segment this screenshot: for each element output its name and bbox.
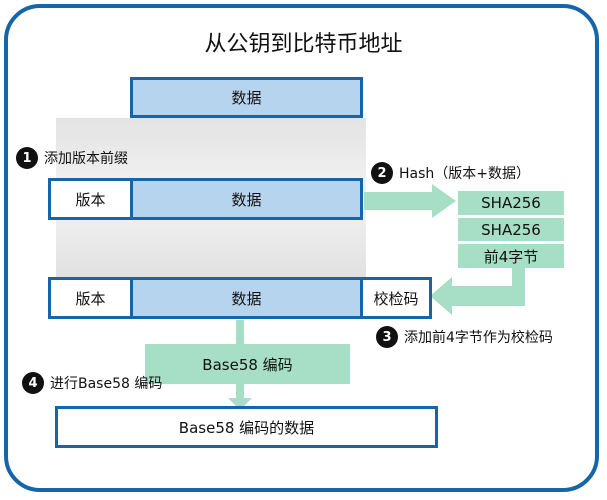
down-arrow-head [228,398,252,410]
hash-sha256-2: SHA256 [458,218,564,241]
diagram-title: 从公钥到比特币地址 [204,32,403,57]
step-3-number: 3 [376,326,398,348]
hash-first4bytes: 前4字节 [458,244,564,268]
step-1: 1 添加版本前缀 [16,147,128,169]
top-data-label: 数据 [231,89,262,107]
row3-data-box: 数据 [130,277,363,319]
result-label: Base58 编码的数据 [178,418,315,437]
hash-sha256-1-label: SHA256 [481,194,541,212]
step-3: 3 添加前4字节作为校检码 [376,326,553,348]
step-4: 4 进行Base58 编码 [22,372,162,394]
row3-version-box: 版本 [48,277,133,319]
row2-data-box: 数据 [130,178,363,220]
row2-version-box: 版本 [48,178,133,220]
hash-first4bytes-label: 前4字节 [483,247,539,266]
row3-version-label: 版本 [75,289,106,308]
row3-checksum-box: 校检码 [360,277,432,319]
base58-encode-box: Base58 编码 [145,344,350,384]
row3-data-label: 数据 [231,289,262,308]
step-2-number: 2 [371,162,393,184]
base58-encode-label: Base58 编码 [202,355,293,374]
step-4-number: 4 [22,372,44,394]
step-1-label: 添加版本前缀 [44,151,128,167]
result-box: Base58 编码的数据 [55,406,438,448]
hash-sha256-1: SHA256 [458,191,564,215]
hash-arrow [364,184,456,218]
step-4-label: 进行Base58 编码 [50,376,163,392]
hash-sha256-2-label: SHA256 [481,220,541,239]
diagram-frame [4,4,599,492]
step-1-number: 1 [16,147,38,169]
row2-data-label: 数据 [231,190,262,209]
checksum-return-arrow [430,268,525,315]
row2-version-label: 版本 [75,190,106,209]
step-2-label: Hash（版本+数据） [399,166,531,182]
step-3-label: 添加前4字节作为校检码 [404,330,553,346]
top-data-box: 数据 [130,77,363,118]
step-2: 2 Hash（版本+数据） [371,162,530,184]
row3-checksum-label: 校检码 [373,289,419,308]
